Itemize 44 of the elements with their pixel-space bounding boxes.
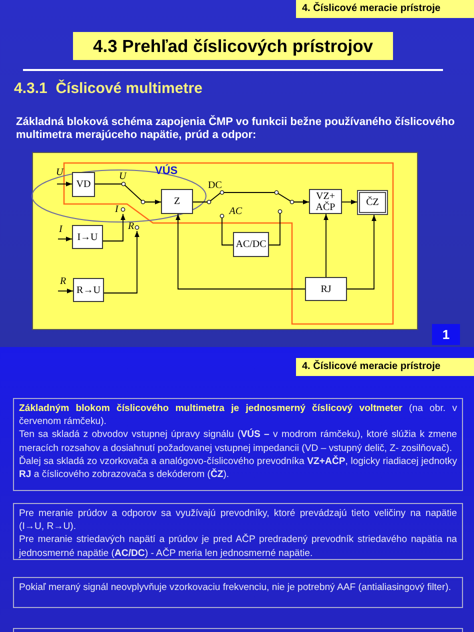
connector-arrow [324, 214, 328, 278]
function-block: R→U [73, 278, 104, 302]
group-label: VÚS [155, 165, 178, 177]
paragraph: Základným blokom číslicového multimetra je jednosmerný číslicový voltmeter (na obr. v červenom rámčeku). [19, 402, 457, 428]
text-panel [13, 398, 463, 491]
paragraph: Ten sa skladá z obvodov vstupnej úpravy signálu (VÚS – v modrom rámčeku), ktoré slúžia k zmene meracích rozsahov a dosiahnutí požadovanej vstupnej impedancii (VD – vstupný delič, Z- zosilňovač). [19, 428, 457, 455]
connector-arrow [346, 214, 376, 290]
connector-arrow [176, 214, 306, 290]
connector-arrow [342, 200, 358, 204]
function-block: VD [72, 172, 95, 197]
connector-arrow [104, 230, 140, 294]
contact-label: AC [219, 207, 242, 216]
connector-arrow [102, 214, 126, 242]
edge-label: U [56, 168, 64, 178]
edge-label: R [60, 277, 66, 287]
header-tab: 4. Číslicové meracie prístroje [296, 0, 474, 18]
connector-arrow [192, 192, 310, 204]
function-block: Z [161, 189, 193, 214]
intro-paragraph: Základná bloková schéma zapojenia ČMP vo funkcii bežne používaného číslicového multimetra merajúceho napätie, prúd a odpor: [16, 116, 456, 142]
function-block: AC/DC [233, 232, 269, 257]
paragraph: Ďalej sa skladá zo vzorkovača a analógovo-číslicového prevodníka VZ+AČP, logicky riadiacej jednotky RJ a číslicového zobrazovača s dekóderom (ČZ). [19, 454, 457, 482]
header-tab: 4. Číslicové meracie prístroje [296, 358, 474, 376]
function-block: RJ [305, 277, 347, 301]
connector-arrow [58, 288, 74, 294]
contact-label: I [115, 205, 126, 214]
connector-arrow [220, 214, 234, 246]
connector-arrow [56, 182, 72, 186]
contact-label: R [128, 222, 140, 231]
connector-arrow [94, 184, 162, 204]
function-block: VZ+ AČP [309, 189, 342, 214]
contact-label: DC [208, 181, 222, 191]
display-block: ČZ [357, 190, 388, 215]
connector-arrow [58, 236, 72, 242]
text-panel [13, 577, 463, 608]
paragraph: Pokiaľ meraný signál neovplyvňuje vzorkovaciu frekvenciu, nie je potrebný AAF (antialiasingový filter). [19, 581, 452, 594]
section-heading: 4.3.1 Číslicové multimetre [14, 80, 202, 97]
paragraph: Pre meranie prúdov a odporov sa využívajú prevodníky, ktoré prevádzajú tieto veličiny na napätie (I→U, R→U). [19, 507, 457, 534]
text-panel [13, 503, 463, 560]
paragraph: Pre meranie striedavých napätí a prúdov je pred AČP predradený prevodník striedavého napätia na jednosmerné napätie (AC/DC) - AČP meria len jednosmerné napätie. [19, 533, 457, 560]
contact-label: U [119, 172, 126, 182]
page-number: 1 [432, 324, 460, 345]
slide-title: 4.3 Prehľad číslicových prístrojov [73, 32, 393, 60]
edge-label: I [59, 225, 62, 235]
function-block: I→U [72, 225, 103, 249]
